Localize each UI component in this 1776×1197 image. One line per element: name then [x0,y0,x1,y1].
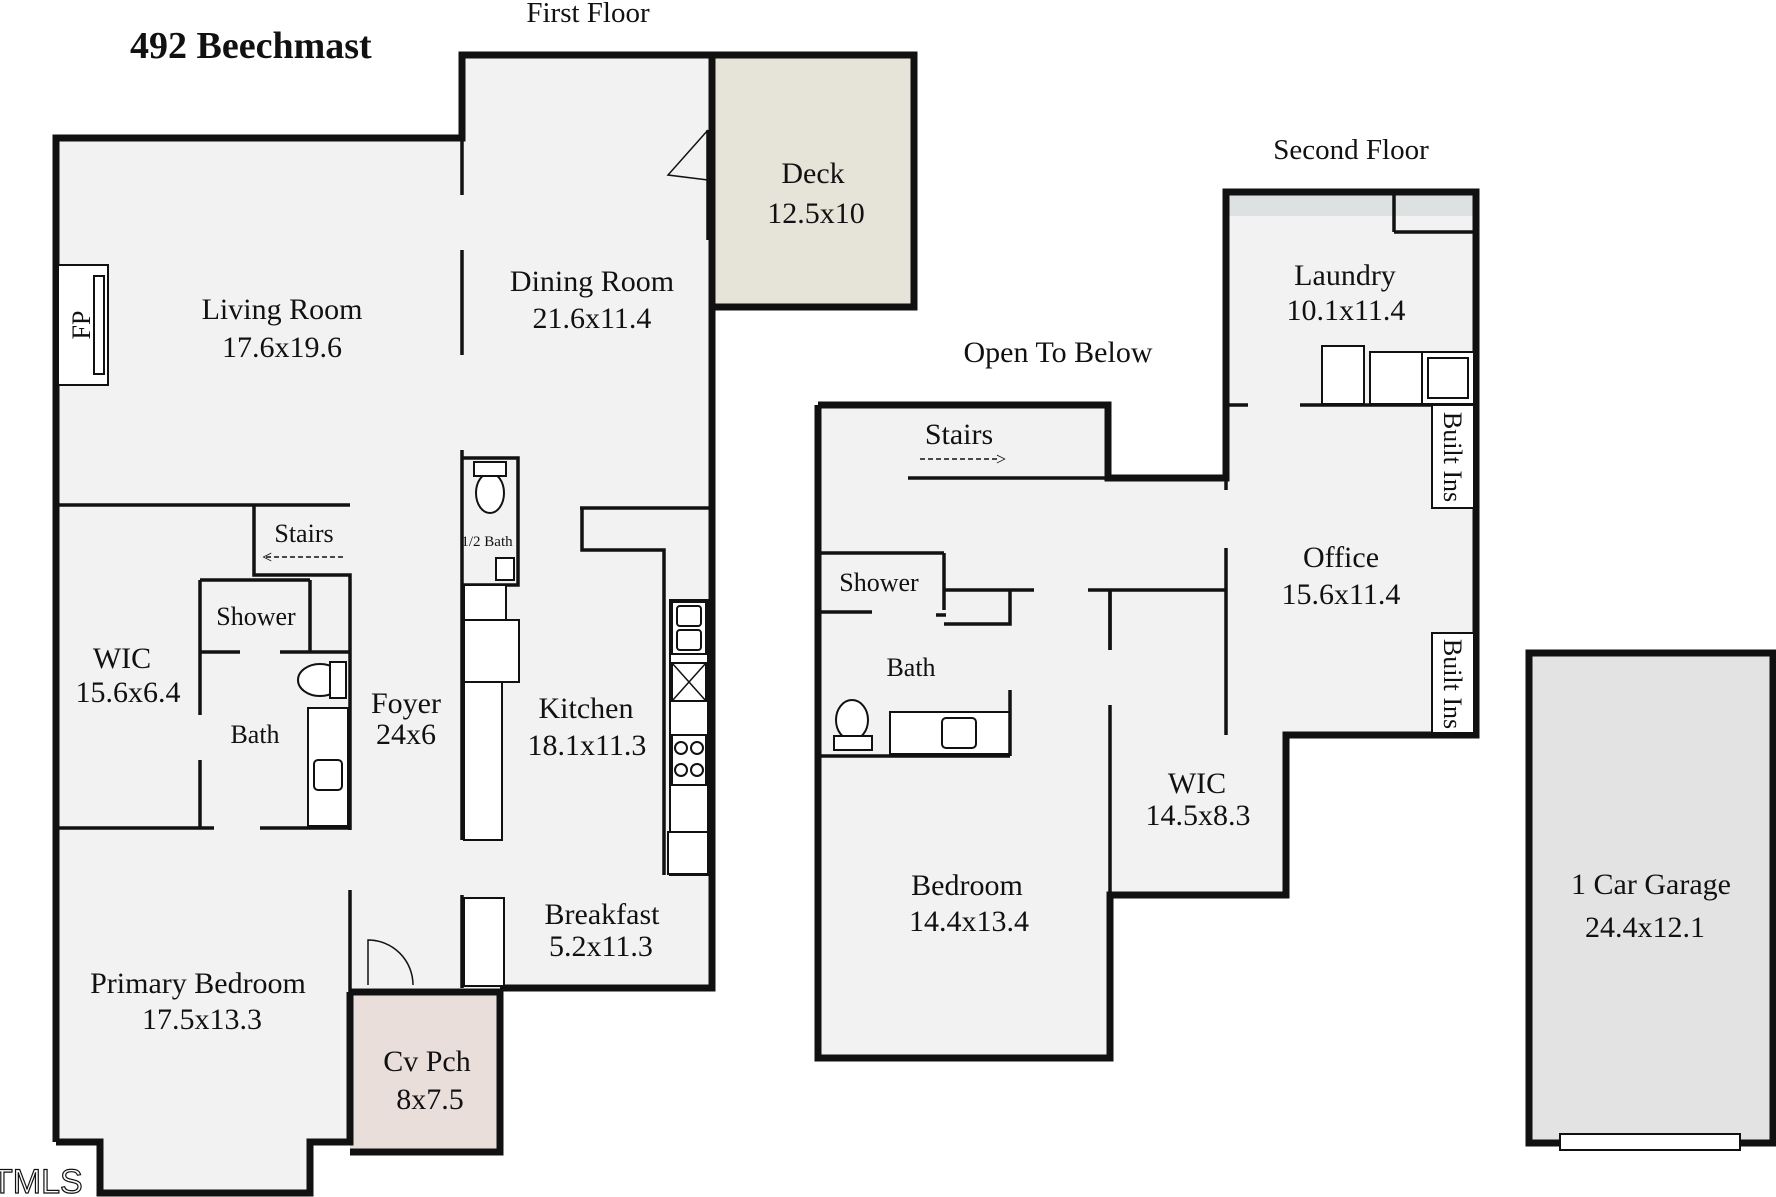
sink-basin-2 [676,629,702,651]
garage [1525,649,1776,1151]
living-room-label: Living Room [202,293,363,326]
built-ins-bottom [1431,632,1475,734]
washer-icon [1369,351,1423,405]
foyer-closet-2 [463,619,520,683]
deck-label: Deck [781,157,844,190]
deck-door-swing [666,129,709,181]
bedroom-label: Bedroom [911,869,1023,902]
living-room-dims: 17.6x19.6 [222,331,342,364]
second-floor-label: Second Floor [1273,134,1429,166]
built-ins-label-1: Built Ins [1438,412,1467,502]
built-ins-label-2: Built Ins [1438,639,1467,729]
kitchen-label: Kitchen [539,692,634,725]
half-bath-toilet-icon [475,472,505,514]
second-floor [814,188,1480,1062]
primary-bedroom-exterior-wall [56,992,354,1197]
dryer-door [1427,357,1469,399]
deck-area [712,55,914,307]
burner-1 [674,741,688,755]
dishwasher-x2 [671,662,707,702]
half-bath-sink-icon [495,557,515,581]
burner-2 [690,741,704,755]
first-bath-label: Bath [230,720,279,749]
laundry-dims: 10.1x11.4 [1287,294,1406,327]
bath-sink-2-icon [941,717,977,749]
laundry-cabinet [1321,345,1365,405]
refrigerator-icon [667,831,709,875]
bath-toilet-2-icon [835,699,869,741]
first-stairs-arrow-icon: < [262,547,272,567]
kitchen-dims: 18.1x11.3 [528,729,647,762]
deck-dims: 12.5x10 [767,197,865,230]
second-stairs-arrow-icon: > [996,449,1006,469]
page-title: 492 Beechmast [130,25,372,67]
office-dims: 15.6x11.4 [1282,578,1401,611]
foyer-closet [463,584,507,621]
porch-label: Cv Pch [383,1045,471,1078]
bath-toilet-tank [329,661,347,699]
porch-dims: 8x7.5 [396,1083,464,1116]
first-stairs-wall [252,505,352,830]
laundry-label: Laundry [1294,259,1396,292]
bath-toilet-2-tank [833,735,873,751]
primary-bedroom-label: Primary Bedroom [90,967,306,1000]
burner-3 [674,763,688,777]
dining-room-dims: 21.6x11.4 [533,302,652,335]
laundry-shelf [1228,194,1474,216]
burner-4 [690,763,704,777]
deck-wall [712,51,918,311]
bedroom-dims: 14.4x13.4 [909,905,1029,938]
office-label: Office [1303,541,1379,574]
dining-room-label: Dining Room [510,265,674,298]
wic-dims: 15.6x6.4 [76,676,181,709]
half-bath-label: 1/2 Bath [461,534,513,550]
built-ins-top [1431,404,1475,509]
half-bath-toilet-tank [473,461,507,477]
second-bath-label: Bath [886,653,935,682]
second-stairs-label: Stairs [925,418,993,451]
garage-dims: 24.4x12.1 [1585,911,1705,944]
primary-door-swing [367,939,414,986]
primary-bedroom-dims: 17.5x13.3 [142,1003,262,1036]
garage-door [1559,1133,1741,1151]
first-floor-label: First Floor [526,0,650,29]
fireplace-label: FP [67,311,96,340]
sink-basin-1 [676,605,702,627]
breakfast-label: Breakfast [545,898,661,931]
breakfast-dims: 5.2x11.3 [549,930,653,963]
bath-closet-2 [944,590,1012,626]
breakfast-pantry [463,897,505,987]
wic-label: WIC [93,642,151,675]
second-wic-dims: 14.5x8.3 [1146,799,1251,832]
tmls-watermark: TMLS [0,1163,83,1197]
first-shower-label: Shower [216,602,296,631]
second-wic-label: WIC [1168,767,1226,800]
garage-label: 1 Car Garage [1571,868,1731,901]
foyer-dims: 24x6 [376,718,436,751]
kitchen-peninsula [463,681,503,841]
fireplace-hearth [93,275,105,375]
first-floor-fill [56,55,712,1197]
kitchen-counter-wall [580,508,666,875]
porch-area [350,992,500,1152]
first-stairs-label: Stairs [274,519,333,548]
first-floor-exterior-wall [52,51,716,1142]
open-to-below-label: Open To Below [964,336,1153,369]
garage-area [1525,649,1776,1147]
first-floor [52,51,918,1197]
foyer-label: Foyer [371,687,441,720]
second-shower-label: Shower [839,568,919,597]
porch-wall [350,988,504,1156]
bath-sink-icon [313,759,343,791]
